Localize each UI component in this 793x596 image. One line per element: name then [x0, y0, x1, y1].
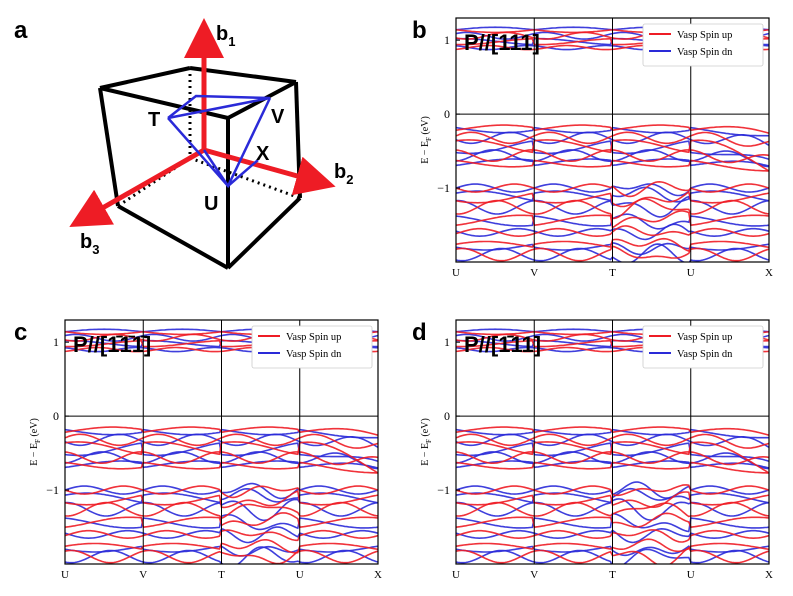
band-plot-c: U V T U X 1 0 −1 E − EF (eV) P//[1̄1̄1̄] Vasp Spin… — [29, 319, 382, 581]
legend-label: Vasp Spin up — [677, 30, 732, 41]
y-tick-label: −1 — [46, 483, 59, 497]
x-tick-label: X — [765, 569, 773, 581]
panel-letter-c: c — [14, 319, 27, 346]
x-tick-label: X — [765, 267, 773, 279]
legend-box — [251, 325, 373, 369]
legend-label: Vasp Spin up — [286, 332, 341, 343]
x-tick-label: T — [218, 569, 225, 581]
cube-edge — [99, 66, 191, 90]
cube-edge — [98, 87, 120, 207]
x-tick-label: T — [609, 267, 616, 279]
y-tick-label: 1 — [444, 335, 450, 349]
hs-path-gamma-u — [202, 149, 230, 187]
y-tick-label: −1 — [437, 483, 450, 497]
legend-label: Vasp Spin dn — [677, 47, 733, 58]
x-tick-label: U — [687, 267, 695, 279]
vector-label-b2: b2 — [334, 161, 353, 187]
x-tick-label: V — [139, 569, 147, 581]
panel-letter-a: a — [14, 17, 28, 44]
hs-path-x — [227, 159, 259, 187]
panel-a: a T V X U b1 — [14, 17, 353, 270]
x-tick-label: U — [452, 569, 460, 581]
x-tick-label: U — [687, 569, 695, 581]
band-plot-d: U V T U X 1 0 −1 E − EF (eV) P//[1̄11] Vasp Spin u… — [420, 319, 773, 581]
x-tick-label: V — [530, 267, 538, 279]
x-tick-label: X — [374, 569, 382, 581]
legend-label: Vasp Spin up — [677, 332, 732, 343]
b3-arrow — [69, 147, 206, 227]
panel-letter-b: b — [412, 17, 427, 44]
panel-letter-d: d — [412, 319, 427, 346]
point-label-t: T — [148, 109, 160, 131]
x-tick-label: U — [452, 267, 460, 279]
x-tick-label: T — [609, 569, 616, 581]
y-tick-label: 1 — [53, 335, 59, 349]
y-tick-label: 0 — [444, 409, 450, 423]
y-axis-label: E − EF (eV) — [29, 418, 42, 466]
cube-edge — [189, 66, 297, 84]
y-tick-label: −1 — [437, 181, 450, 195]
plot-title: P//[1̄11] — [464, 332, 541, 357]
legend-box — [642, 23, 764, 67]
legend-label: Vasp Spin dn — [286, 349, 342, 360]
y-tick-label: 0 — [444, 107, 450, 121]
cube — [98, 66, 302, 270]
band-plot-b: U V T U X 1 0 −1 E − EF (eV) P//[111] Vasp Spin up… — [420, 17, 773, 279]
cube-hidden-edge — [117, 156, 191, 208]
cube-edge — [294, 81, 302, 199]
point-label-v: V — [271, 106, 285, 128]
x-tick-label: U — [296, 569, 304, 581]
y-axis-label: E − EF (eV) — [420, 418, 433, 466]
y-tick-label: 1 — [444, 33, 450, 47]
x-tick-label: V — [530, 569, 538, 581]
plot-title: P//[1̄1̄1̄] — [73, 332, 151, 357]
y-axis-label: E − EF (eV) — [420, 116, 433, 164]
b2-arrow — [203, 147, 336, 196]
vector-label-b1: b1 — [216, 23, 235, 49]
cube-edge — [99, 86, 229, 120]
legend-label: Vasp Spin dn — [677, 349, 733, 360]
point-label-x: X — [256, 143, 270, 165]
vector-label-b3: b3 — [80, 231, 99, 257]
hs-path-triangle — [167, 94, 271, 120]
plot-title: P//[111] — [464, 30, 540, 55]
cube-edge — [117, 204, 229, 270]
cube-edge — [226, 196, 302, 270]
legend-box — [642, 325, 764, 369]
x-tick-label: U — [61, 569, 69, 581]
point-label-u: U — [204, 193, 218, 215]
y-tick-label: 0 — [53, 409, 59, 423]
